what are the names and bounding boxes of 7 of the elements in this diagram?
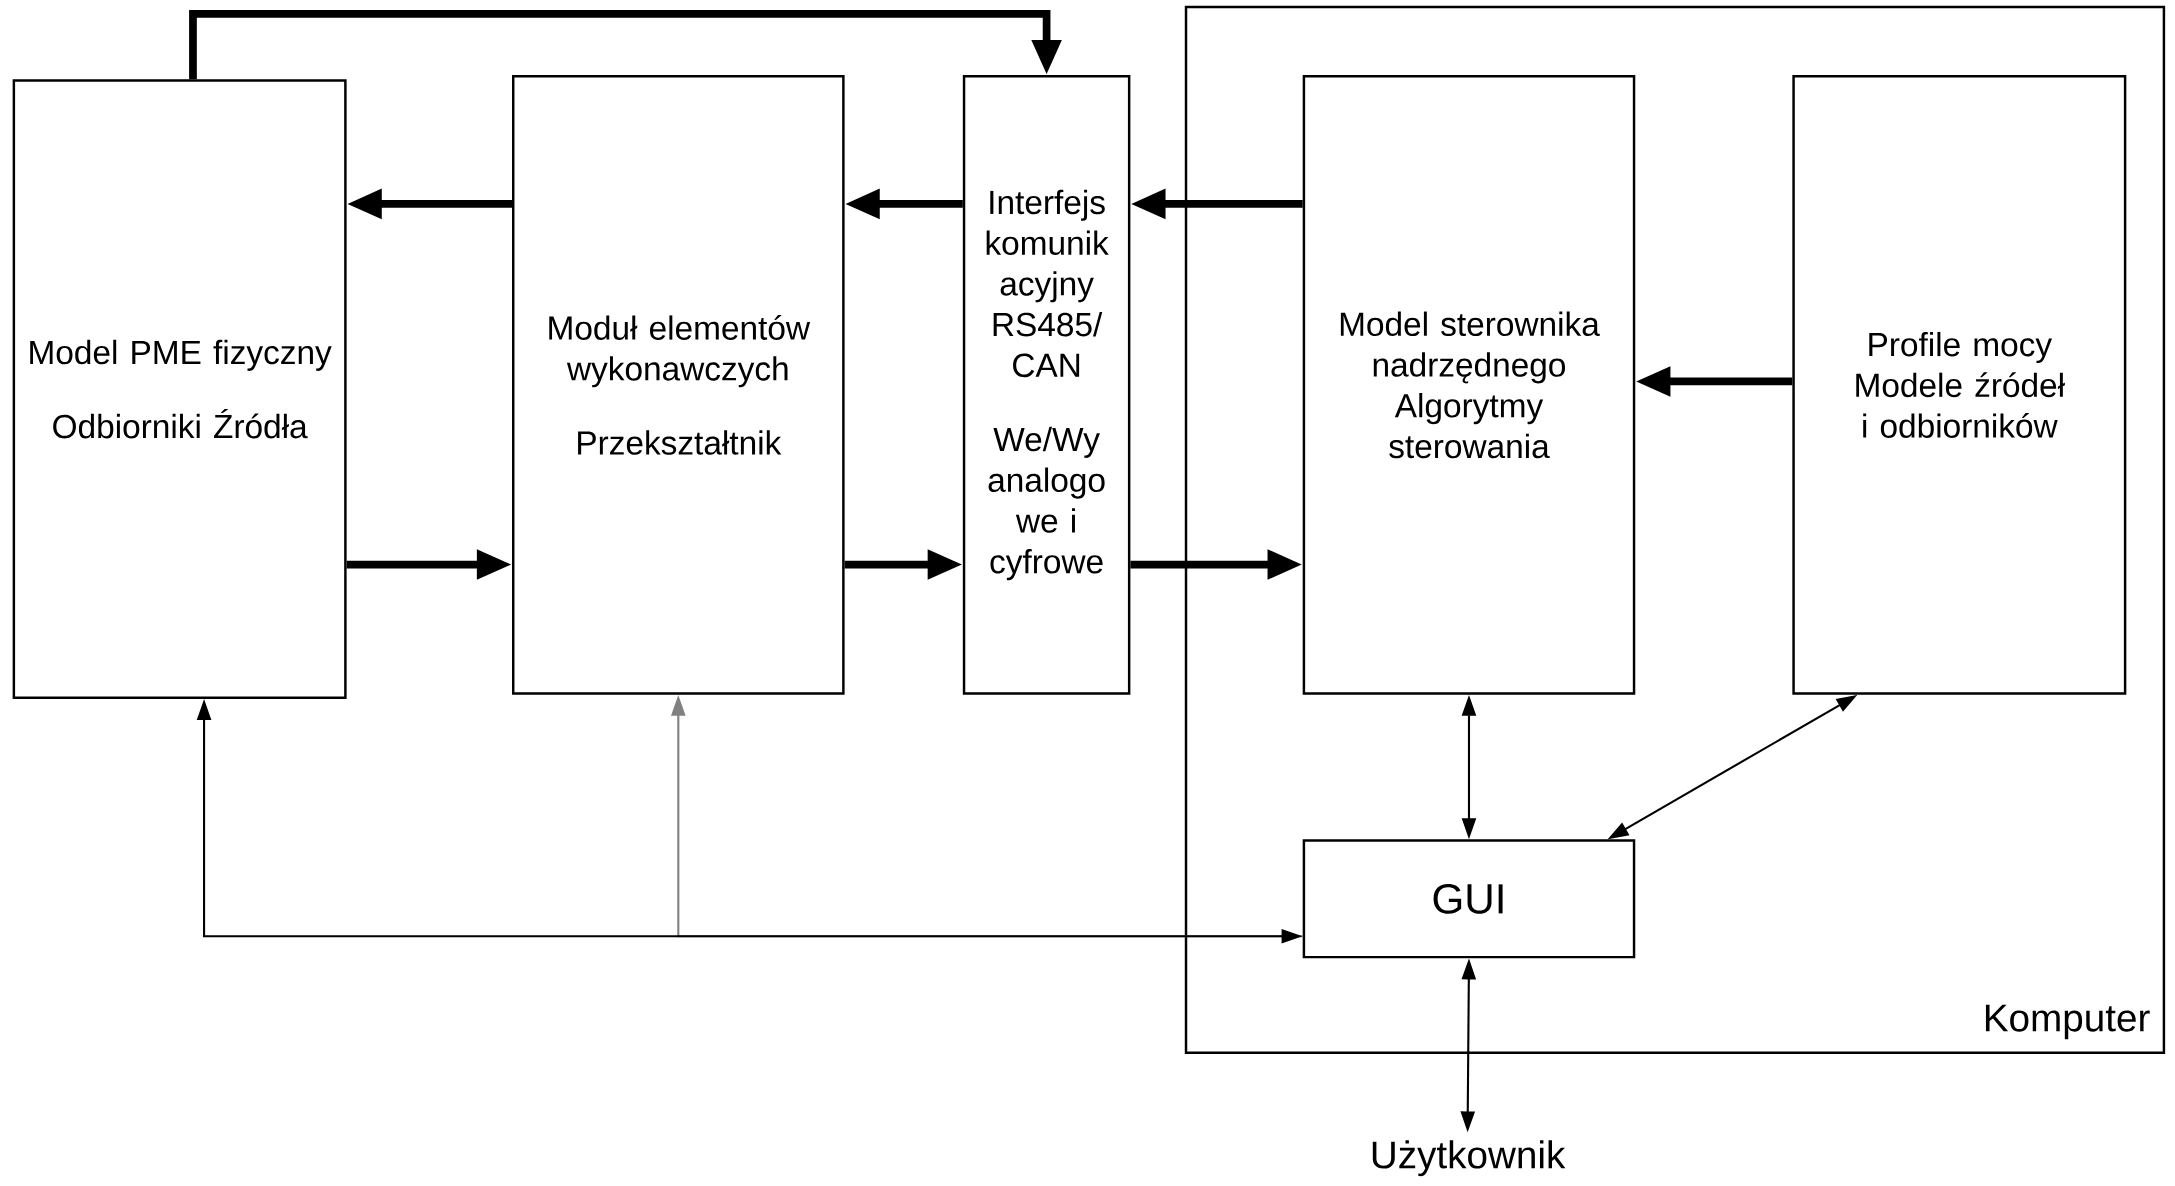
process-box: Model PME fizyczny Odbiorniki Źródła — [12, 79, 347, 699]
process-box: Moduł elementów wykonawczych Przekształtnik — [512, 75, 845, 695]
text-label: Użytkownik — [1372, 1140, 1566, 1177]
process-box: Model sterownika nadrzędnego Algorytmy sterowania — [1302, 75, 1636, 695]
process-box: GUI — [1302, 839, 1636, 959]
process-box: Interfejs komunik acyjny RS485/ CAN We/Wy analogo we i cyfrowe — [962, 75, 1131, 695]
process-box: Profile mocy Modele źródeł i odbiorników — [1792, 75, 2127, 695]
